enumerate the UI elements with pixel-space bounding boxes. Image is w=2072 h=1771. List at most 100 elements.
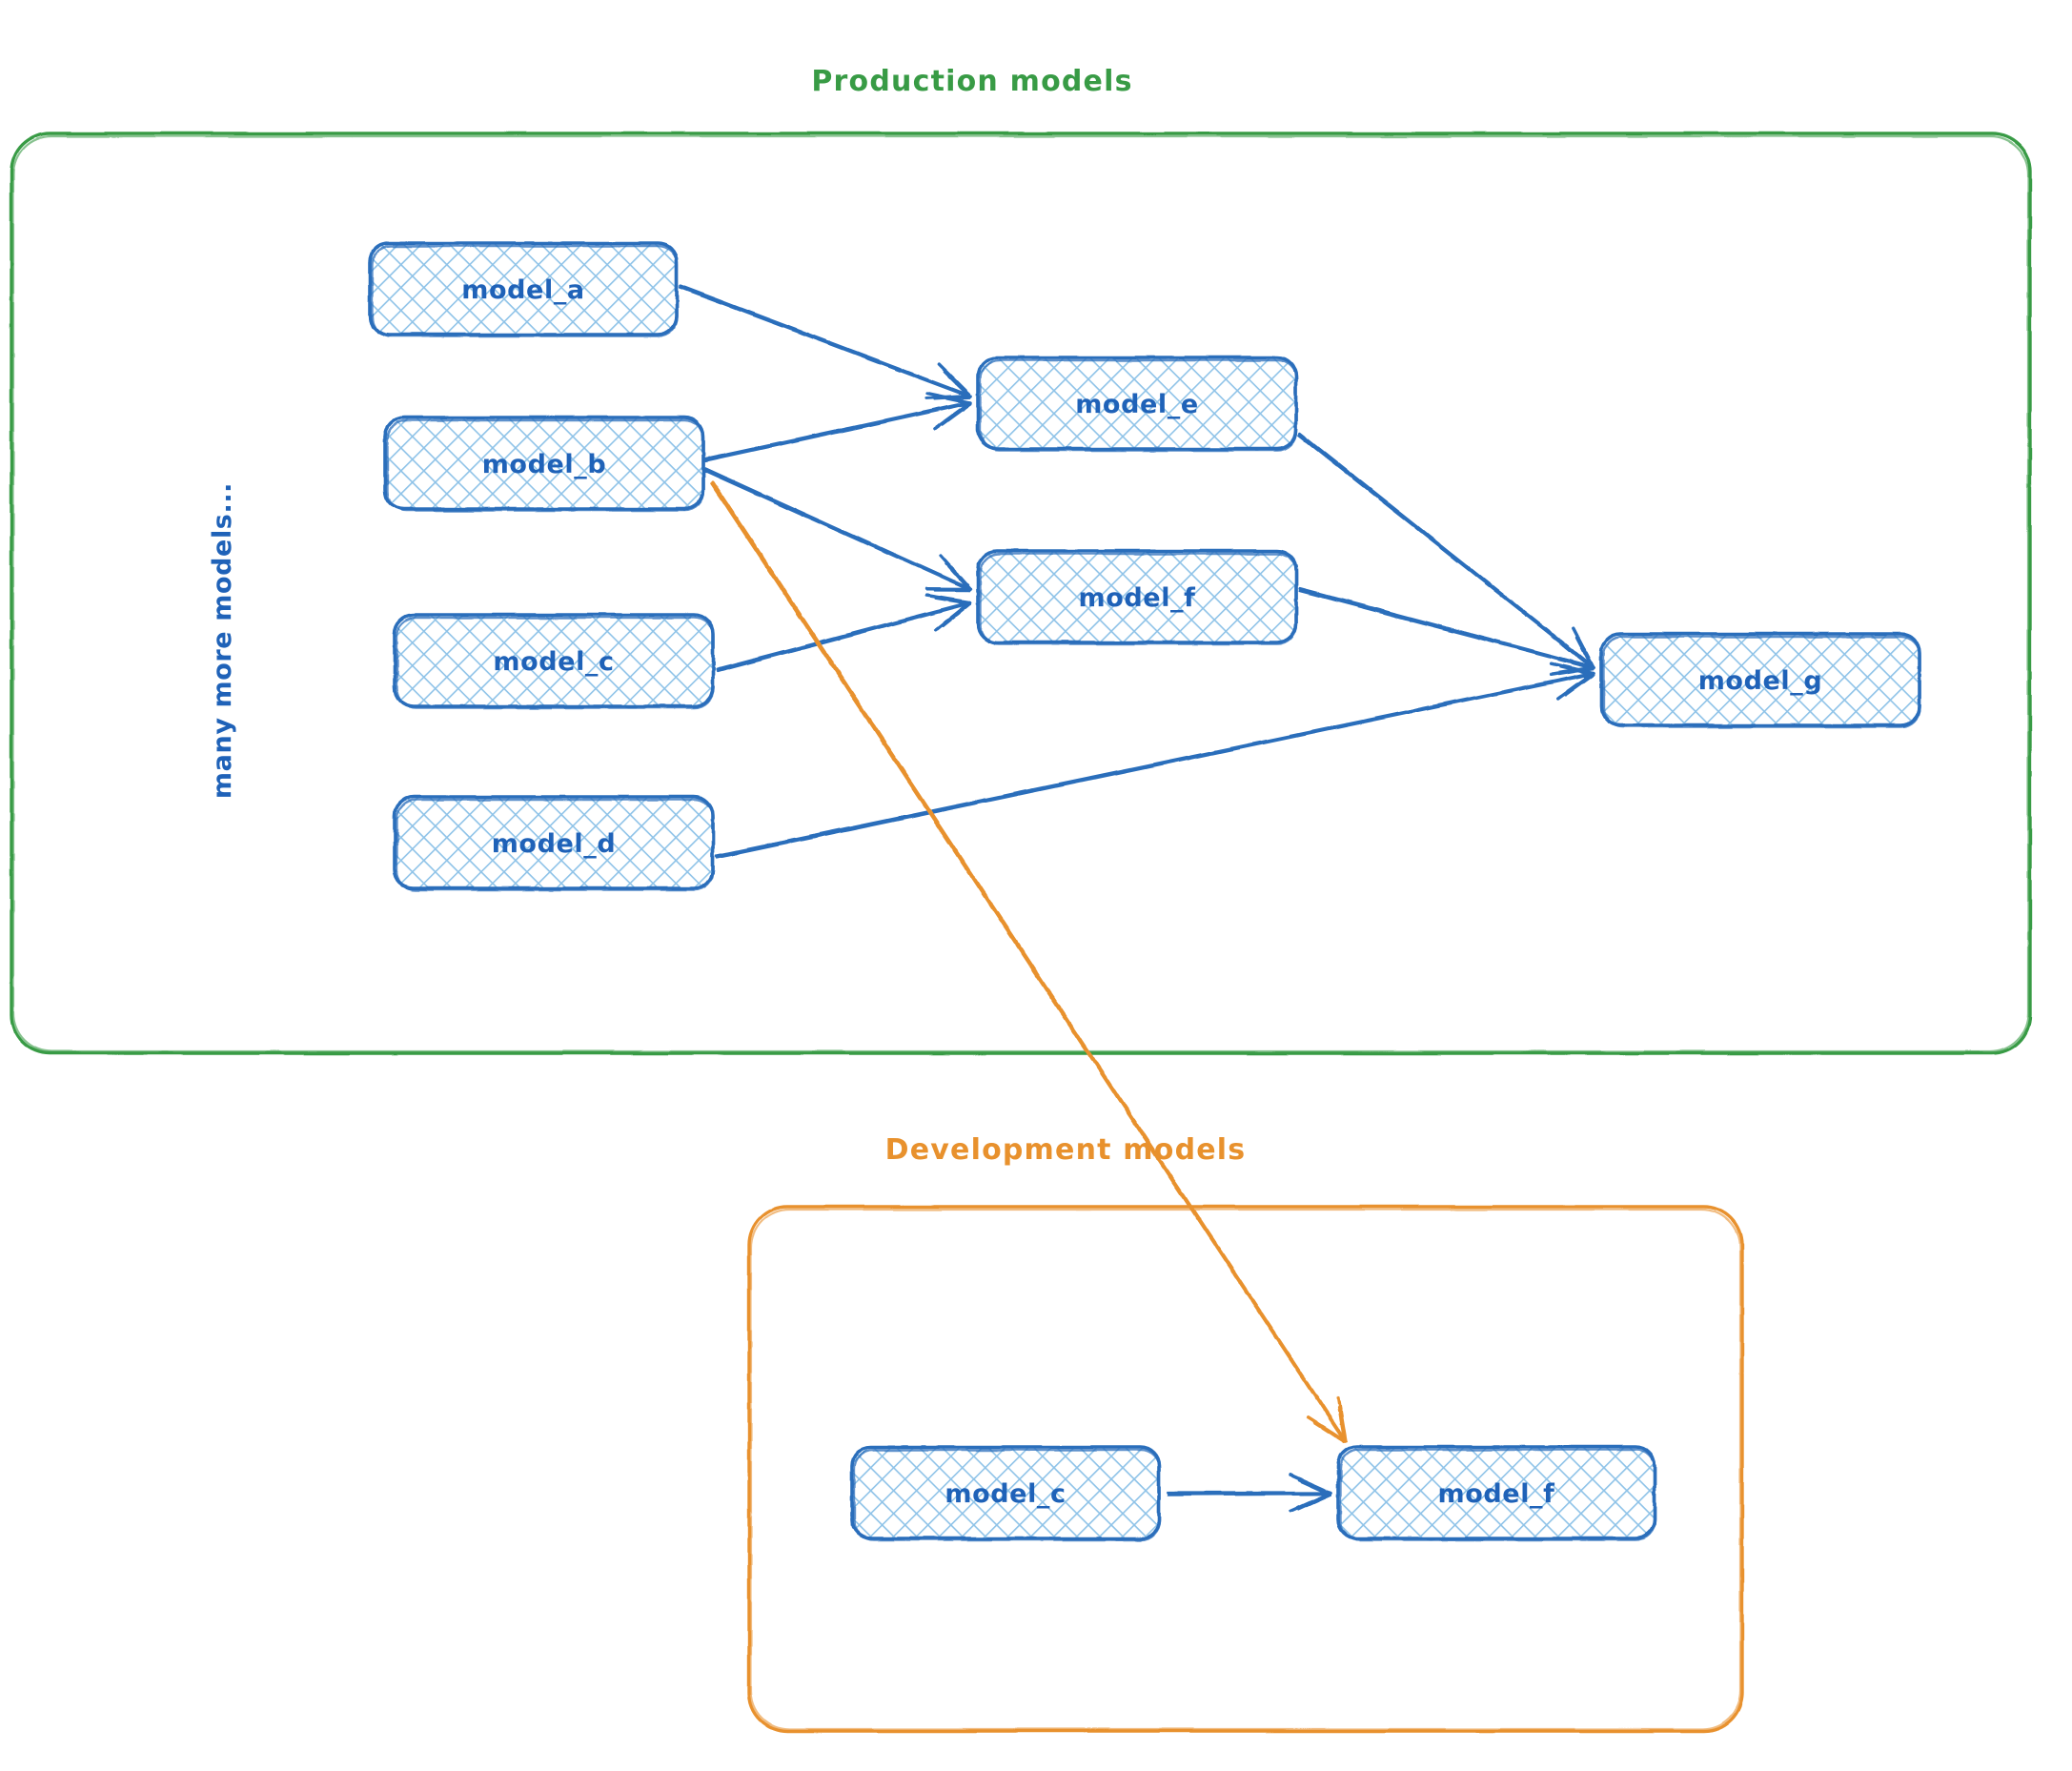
node-label: model_g xyxy=(1698,666,1823,696)
edge-prod_model_e-to-prod_model_g xyxy=(1297,432,1595,670)
node-border xyxy=(1602,635,1921,728)
edge-shaft xyxy=(1297,434,1595,670)
arrowhead-stroke xyxy=(942,602,972,628)
edge-shaft xyxy=(716,602,972,673)
production-group-border-stroke2 xyxy=(11,134,2030,1053)
node-fill xyxy=(370,243,677,335)
edge-shaft xyxy=(703,400,972,461)
arrowhead-stroke xyxy=(945,563,971,592)
node-prod_model_a[interactable]: model_a xyxy=(368,241,679,337)
edge-shaft xyxy=(1168,1493,1331,1496)
node-dev_model_f[interactable]: model_f xyxy=(1336,1445,1656,1541)
node-label: model_f xyxy=(1078,583,1195,613)
edge-prod_model_b-to-prod_model_f xyxy=(703,467,972,592)
node-border xyxy=(1339,1448,1656,1541)
arrowhead-stroke xyxy=(1289,1491,1332,1513)
edge-shaft xyxy=(711,480,1348,1443)
arrowhead-stroke xyxy=(935,396,972,405)
node-fill xyxy=(1601,634,1920,725)
node-label: model_d xyxy=(492,829,617,859)
production-group-border xyxy=(10,132,2032,1055)
arrowhead-stroke xyxy=(1297,1478,1331,1496)
arrowhead-stroke xyxy=(1337,1406,1346,1444)
arrowhead-stroke xyxy=(1572,626,1595,669)
arrowhead-stroke xyxy=(1557,638,1595,669)
node-border xyxy=(396,616,715,709)
node-label: model_c xyxy=(945,1479,1066,1509)
arrowhead-stroke xyxy=(939,554,972,591)
arrowhead-stroke xyxy=(933,400,972,430)
edge-shaft xyxy=(679,284,972,397)
group-container-development: Development models xyxy=(747,1133,1744,1733)
arrowhead-stroke xyxy=(944,371,971,398)
group-container-production: Production models xyxy=(10,65,2032,1055)
arrowhead-stroke xyxy=(924,593,972,604)
development-group-title: Development models xyxy=(885,1133,1247,1167)
arrowhead-stroke xyxy=(934,601,972,632)
node-fill xyxy=(395,797,713,888)
node-prod_model_e[interactable]: model_e xyxy=(976,356,1298,452)
arrowhead-stroke xyxy=(1564,645,1595,670)
node-label: model_e xyxy=(1075,390,1199,419)
node-border xyxy=(853,1448,1161,1541)
edge-shaft xyxy=(1298,590,1595,670)
arrowhead-stroke xyxy=(1336,1395,1348,1443)
arrowhead-stroke xyxy=(1556,671,1595,701)
edge-prod_model_b-to-prod_model_e xyxy=(703,391,972,463)
arrowhead-stroke xyxy=(935,597,972,605)
node-fill xyxy=(385,417,703,509)
edge-prod_model_c-to-prod_model_f xyxy=(715,593,972,673)
node-fill xyxy=(852,1447,1159,1538)
arrowhead-stroke xyxy=(1313,1422,1346,1444)
node-label: model_c xyxy=(493,647,614,677)
edge-prod_model_a-to-prod_model_e xyxy=(679,284,972,400)
node-fill xyxy=(978,357,1296,449)
edge-prod_model_d-to-prod_model_g xyxy=(715,662,1595,860)
edge-shaft xyxy=(715,601,972,671)
arrowhead-stroke xyxy=(1549,662,1595,675)
nodes-layer: model_a model_b model_c model_d model_emodel… xyxy=(368,241,1921,1541)
node-label: model_f xyxy=(1437,1479,1554,1509)
node-prod_model_b[interactable]: model_b xyxy=(383,416,705,512)
node-border xyxy=(396,798,715,891)
arrowhead-stroke xyxy=(1564,674,1595,697)
production-group-title: Production models xyxy=(811,65,1132,98)
development-group-border xyxy=(747,1205,1744,1733)
arrowhead-stroke xyxy=(1297,1494,1331,1511)
development-group-border-stroke2 xyxy=(749,1208,1742,1731)
node-label: model_b xyxy=(482,450,607,479)
arrowhead-stroke xyxy=(925,391,972,404)
node-prod_model_d[interactable]: model_d xyxy=(393,795,715,891)
edge-shaft xyxy=(704,402,972,463)
node-prod_model_c[interactable]: model_c xyxy=(393,613,715,709)
arrowhead-stroke xyxy=(941,403,972,426)
node-label: model_a xyxy=(461,275,585,305)
many-more-models-label: many more models... xyxy=(208,482,237,799)
edge-shaft xyxy=(715,671,1595,858)
edge-shaft xyxy=(703,470,971,592)
edge-shaft xyxy=(1298,587,1595,669)
node-fill xyxy=(978,551,1296,642)
node-fill xyxy=(395,615,713,706)
node-border xyxy=(371,244,679,337)
arrowhead-stroke xyxy=(1307,1415,1348,1443)
arrowhead-stroke xyxy=(1558,666,1595,676)
edges-layer xyxy=(679,284,1595,1513)
edge-shaft xyxy=(679,287,971,398)
edge-dev_model_c-to-dev_model_f xyxy=(1167,1473,1332,1513)
edge-shaft xyxy=(710,482,1346,1443)
node-border xyxy=(979,358,1298,452)
arrowhead-stroke xyxy=(937,362,972,397)
edge-shaft xyxy=(1298,432,1595,669)
node-prod_model_f[interactable]: model_f xyxy=(976,549,1298,645)
edge-shaft xyxy=(716,673,1595,860)
node-prod_model_g[interactable]: model_g xyxy=(1599,632,1921,728)
node-border xyxy=(979,552,1298,645)
edge-prod_model_b-to-dev_model_f xyxy=(710,480,1348,1444)
arrowhead-stroke xyxy=(1289,1473,1332,1495)
node-fill xyxy=(1338,1447,1655,1538)
node-dev_model_c[interactable]: model_c xyxy=(850,1445,1161,1541)
edge-shaft xyxy=(703,467,972,591)
